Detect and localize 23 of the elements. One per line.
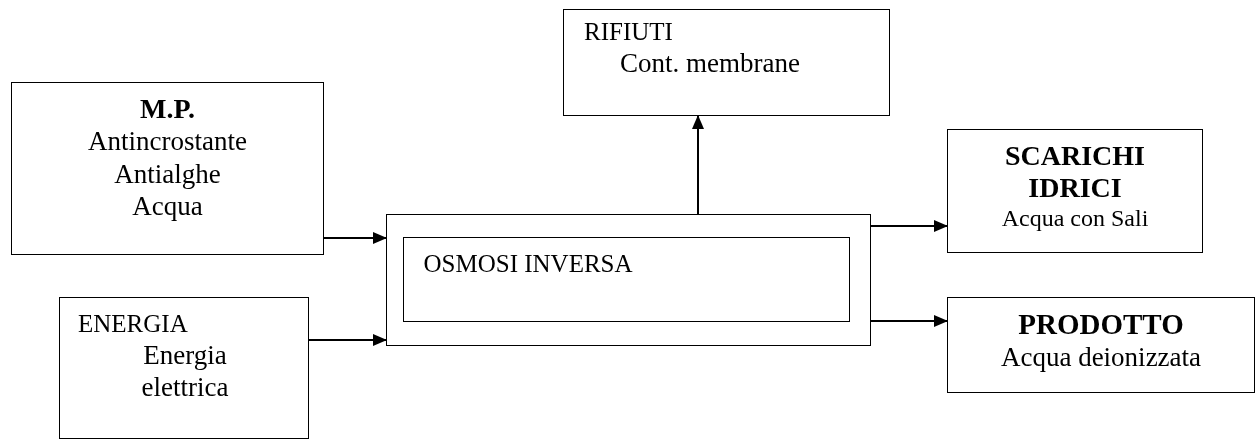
box-title: SCARICHI IDRICI: [1004, 140, 1146, 205]
box-title: OSMOSI INVERSA: [423, 249, 633, 279]
process-box: [563, 9, 890, 116]
arrow: [870, 315, 948, 327]
box-text: Energia elettrica: [140, 338, 230, 404]
box-text: Acqua deionizzata: [1000, 341, 1202, 374]
arrow: [870, 220, 948, 232]
process-box: [59, 297, 309, 439]
arrow: [308, 334, 387, 346]
box-text: Acqua con Sali: [1001, 204, 1149, 234]
arrow: [692, 115, 704, 215]
process-box: [11, 82, 324, 255]
box-title: PRODOTTO: [1018, 308, 1184, 342]
box-title: RIFIUTI: [584, 18, 673, 47]
box-text: Antincrostante Antialghe Acqua: [87, 125, 248, 223]
process-box: [402, 236, 850, 322]
box-title: M.P.: [140, 93, 195, 126]
outer-box: [386, 214, 871, 346]
process-box: [947, 297, 1255, 393]
process-box: [947, 129, 1203, 253]
arrow: [323, 232, 387, 244]
box-title: ENERGIA: [78, 310, 188, 339]
box-text: Cont. membrane: [620, 46, 800, 80]
